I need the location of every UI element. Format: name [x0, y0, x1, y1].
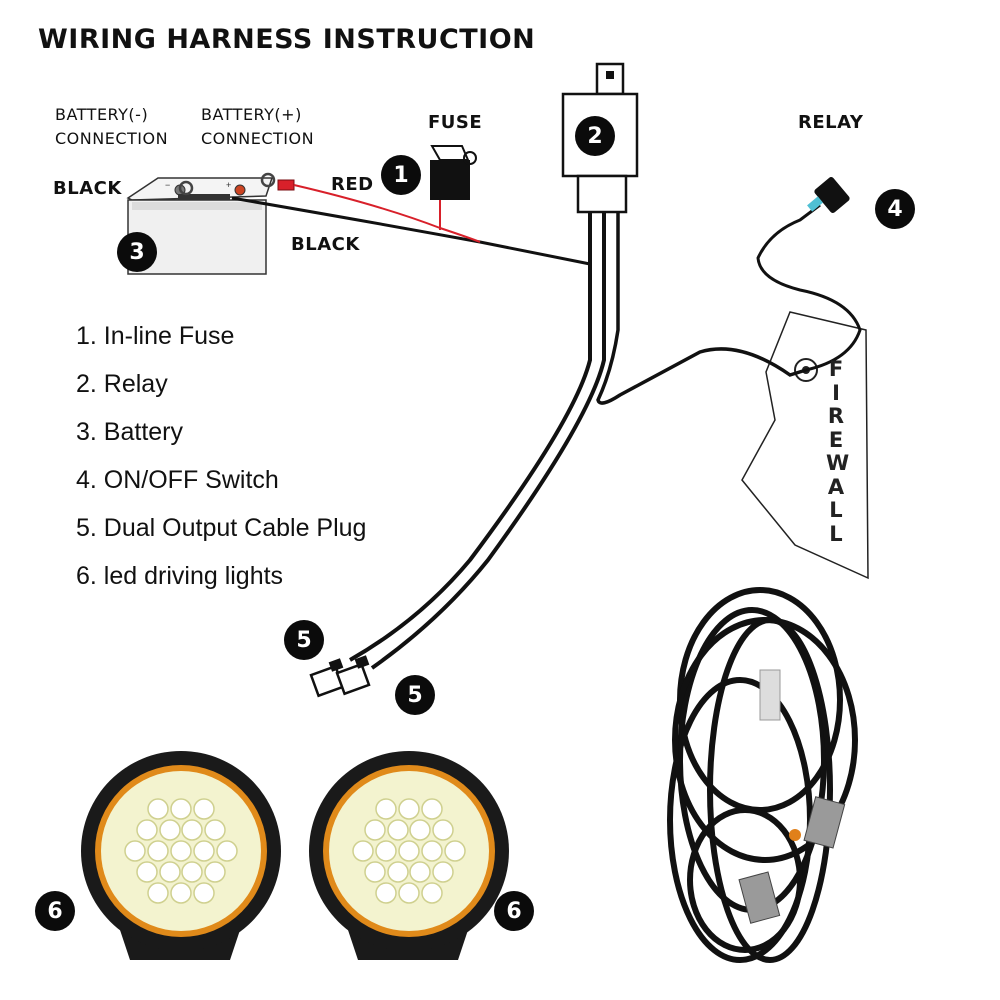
black-wire-label: BLACK: [291, 234, 360, 255]
led-light-left: [81, 751, 281, 960]
battery-positive-line2: CONNECTION: [201, 129, 315, 148]
relay-label: RELAY: [798, 112, 864, 133]
badge-6a: 6: [35, 891, 75, 931]
switch-connector: [807, 177, 850, 213]
firewall-panel: [741, 311, 869, 580]
legend-item: 1. In-line Fuse: [76, 322, 235, 350]
black-wire: [231, 196, 592, 266]
legend-item: 3. Battery: [76, 418, 183, 446]
battery-negative-line2: CONNECTION: [55, 129, 169, 148]
battery-positive-line1: BATTERY(+): [201, 105, 302, 124]
badge-2: 2: [575, 116, 615, 156]
coiled-harness: [667, 587, 858, 963]
badge-3: 3: [117, 232, 157, 272]
battery-graphic: − +: [126, 177, 274, 275]
svg-text:−: −: [165, 180, 170, 190]
red-wire: [293, 184, 481, 243]
battery-negative-label: BATTERY(-) CONNECTION: [55, 103, 168, 151]
badge-4: 4: [875, 189, 915, 229]
badge-5b: 5: [395, 675, 435, 715]
battery-negative-line1: BATTERY(-): [55, 105, 149, 124]
fuse-label: FUSE: [428, 112, 483, 133]
legend-item: 5. Dual Output Cable Plug: [76, 514, 367, 542]
svg-text:+: +: [226, 180, 231, 190]
legend-item: 2. Relay: [76, 370, 168, 398]
badge-1: 1: [381, 155, 421, 195]
output-plugs: [309, 655, 371, 698]
legend-item: 6. led driving lights: [76, 562, 284, 590]
red-wire-label: RED: [331, 174, 374, 195]
component-legend: 1. In-line Fuse 2. Relay 3. Battery 4. O…: [76, 318, 366, 606]
legend-item: 4. ON/OFF Switch: [76, 466, 279, 494]
fuse-holder: [430, 145, 477, 200]
page-title: WIRING HARNESS INSTRUCTION: [38, 24, 536, 55]
black-label-top: BLACK: [53, 178, 122, 199]
badge-5a: 5: [284, 620, 324, 660]
battery-positive-label: BATTERY(+) CONNECTION: [201, 103, 314, 151]
led-light-right: [309, 751, 509, 960]
badge-6b: 6: [494, 891, 534, 931]
